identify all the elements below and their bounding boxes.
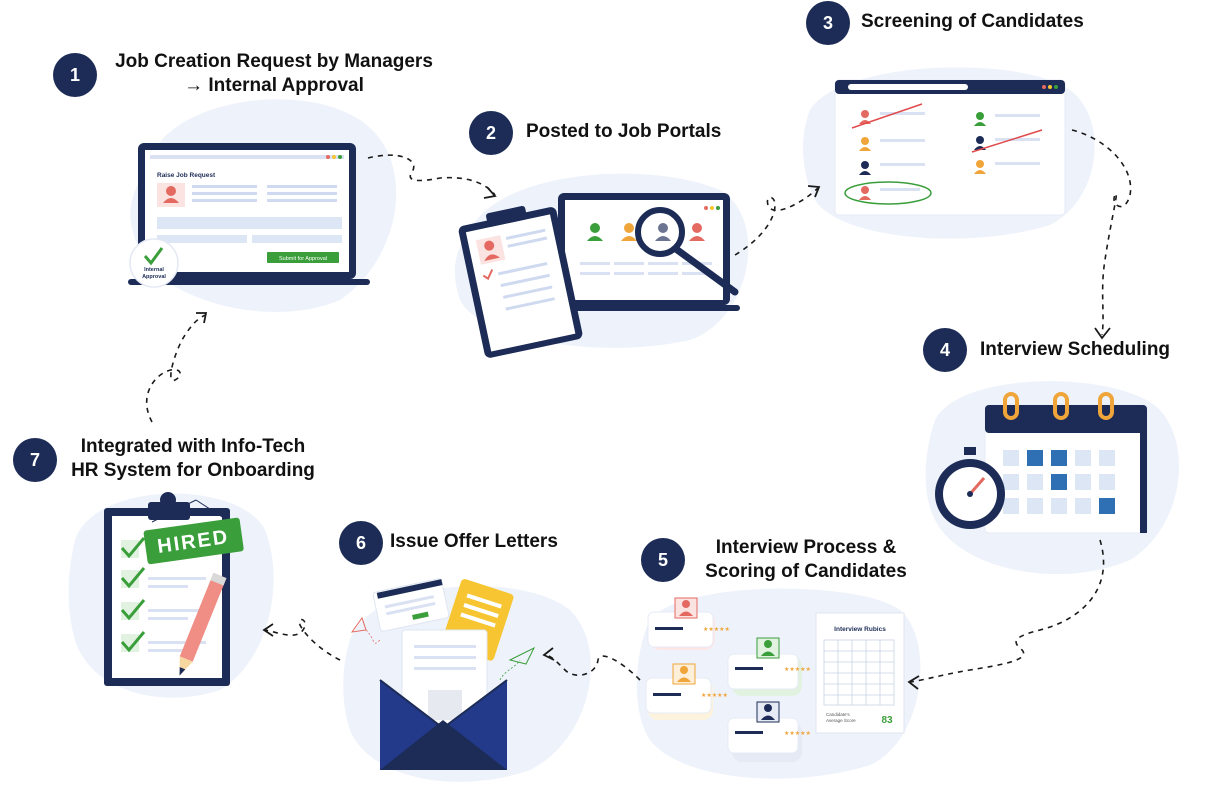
step4-calendar [984,392,1148,534]
paper-plane-red-icon [350,616,367,633]
approval-label-line1: Internal [144,267,164,273]
score-label-2: Average Score [826,718,856,723]
step7-clipboard [104,492,244,686]
step-1-title-line-2: → Internal Approval [184,75,364,96]
step-3-title: Screening of Candidates [861,10,1084,34]
stopwatch-icon [935,447,1005,529]
step6-offer-letter [350,578,536,770]
step1-laptop [128,143,370,285]
rubric-grid [823,639,895,706]
step-6-title: Issue Offer Letters [390,530,558,554]
step-5-title-line-2: Scoring of Candidates [705,561,907,582]
step5-interview: ★★★★★ ★★★★★ ★★★★★ ★★★★★ [645,597,905,762]
step3-browser [834,79,1066,216]
step-3-badge: 3 [806,1,850,45]
step-3-title-line-1: Screening of Candidates [861,11,1084,32]
score-label-1: Candidate's [826,712,850,717]
step-5-title: Interview Process & Scoring of Candidate… [692,536,920,584]
calendar-rings [1003,392,1114,420]
step2-laptop [548,193,740,311]
step1-submit-button: Submit for Approval [279,256,327,262]
rubric-title: Interview Rubics [834,626,886,633]
step-2-badge: 2 [469,111,513,155]
step-6-badge: 6 [339,521,383,565]
approval-label-line2: Approval [142,274,166,280]
connector-arrows [145,129,1132,683]
step-7-title-line-1: Integrated with Info-Tech [80,436,306,457]
step-1-badge: 1 [53,53,97,97]
step-5-title-line-1: Interview Process & [715,537,897,558]
svg-text:★★★★★: ★★★★★ [784,666,811,673]
step-5-badge: 5 [641,538,685,582]
magnifier-icon [635,207,739,296]
svg-text:★★★★★: ★★★★★ [784,730,811,737]
step-2-title-line-1: Posted to Job Portals [526,121,722,142]
step-7-title: Integrated with Info-Tech HR System for … [60,435,326,483]
screening-list [844,103,1043,205]
step1-form-title: Raise Job Request [157,172,216,179]
svg-text:★★★★★: ★★★★★ [701,692,728,699]
candidate-icons [587,223,705,241]
pencil-icon [179,572,227,676]
step-7-title-line-2: HR System for Onboarding [71,460,315,481]
step-2-title: Posted to Job Portals [526,120,721,144]
internal-approval-badge [129,238,179,288]
hired-stamp [143,517,244,565]
step-6-title-line-1: Issue Offer Letters [390,531,558,552]
step-7-badge: 7 [13,438,57,482]
step-1-title: Job Creation Request by Managers → Inter… [103,50,445,98]
check-icon [143,247,164,266]
step-4-badge: 4 [923,328,967,372]
arrow-heads [196,185,1111,690]
step-1-title-line-1: Job Creation Request by Managers [115,51,433,72]
score-value: 83 [881,715,893,726]
step2-clipboard [458,205,583,358]
step-4-title: Interview Scheduling [980,338,1170,362]
calendar-grid [1003,450,1115,514]
step-4-title-line-1: Interview Scheduling [980,339,1171,360]
svg-text:★★★★★: ★★★★★ [703,626,730,633]
paper-plane-icon [508,646,536,665]
